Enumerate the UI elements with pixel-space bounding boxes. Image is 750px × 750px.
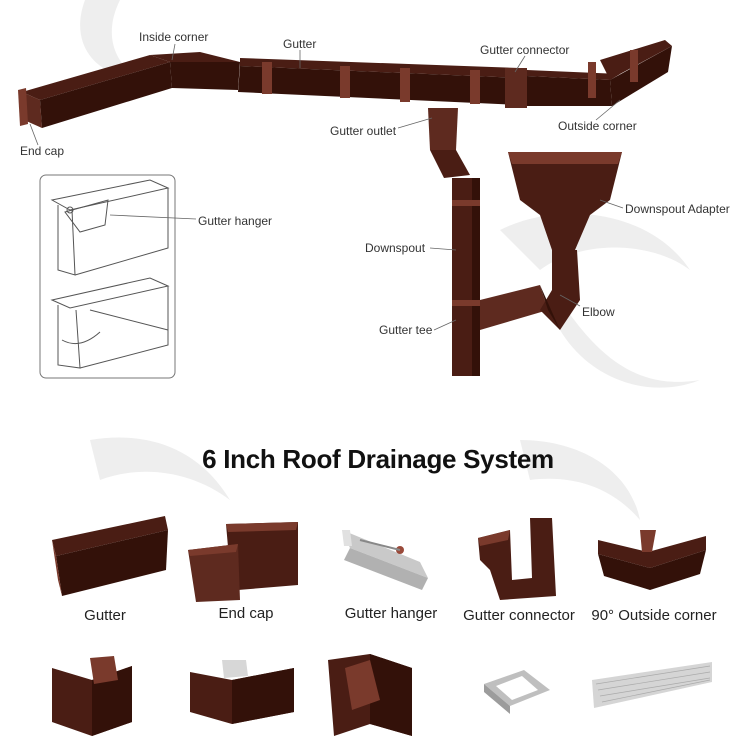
gutter-hanger-sketch [39,174,176,379]
end-cap-part [18,88,28,126]
gutter-assembly [18,40,672,376]
product-gutter-connector-image [478,518,556,600]
callout-gutter: Gutter [283,37,316,51]
product-inside-corner-alt-image [328,654,412,736]
callout-downspout: Downspout [365,241,426,255]
gutter-tee-part [480,285,548,330]
product-label-gutter: Gutter [84,607,126,624]
product-row-1 [52,516,706,602]
leader-lines [29,43,624,331]
product-label-gutter-hanger: Gutter hanger [345,605,438,622]
callout-gutter-tee: Gutter tee [379,323,433,337]
product-inside-corner-image [52,656,132,736]
callout-downspout-adapter: Downspout Adapter [625,202,730,216]
callout-gutter-hanger: Gutter hanger [198,214,272,228]
product-outside-corner-alt-image [190,660,294,724]
product-label-outside-corner: 90° Outside corner [591,607,716,624]
product-gutter-guard-image [592,662,712,708]
callouts: Inside corner Gutter Gutter connector En… [20,30,730,337]
page-title: 6 Inch Roof Drainage System [202,444,554,474]
product-end-cap-image [188,522,298,602]
product-gutter-hanger-image [342,530,428,590]
callout-end-cap: End cap [20,144,64,158]
gutter-outlet-part [428,108,458,150]
product-row-2 [52,654,712,736]
callout-elbow: Elbow [582,305,615,319]
callout-outside-corner: Outside corner [558,119,637,133]
product-labels: Gutter End cap Gutter hanger Gutter conn… [84,605,716,624]
product-label-end-cap: End cap [218,605,273,622]
downspout-adapter-part [508,152,622,250]
callout-gutter-connector: Gutter connector [480,43,569,57]
callout-inside-corner: Inside corner [139,30,208,44]
product-downspout-ring-image [484,670,550,714]
product-gutter-image [52,516,168,596]
product-label-gutter-connector: Gutter connector [463,607,575,624]
callout-gutter-outlet: Gutter outlet [330,124,397,138]
product-outside-corner-image [598,530,706,590]
gutter-connector-part [505,68,527,108]
